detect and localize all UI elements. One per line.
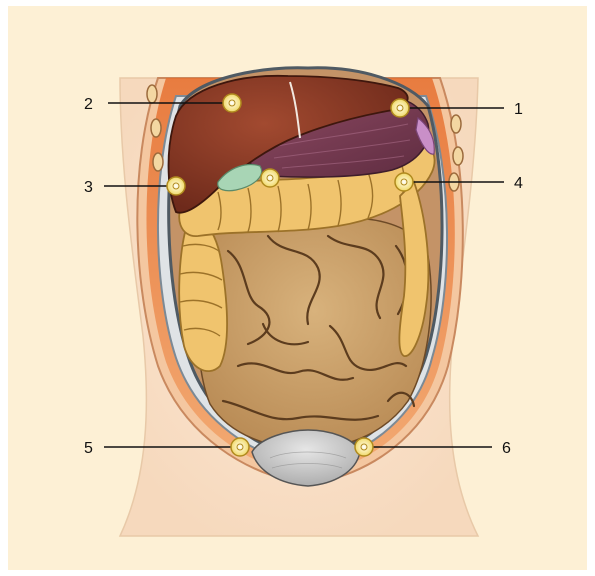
marker-3-icon <box>167 177 185 195</box>
marker-1-icon <box>391 99 409 117</box>
callout-label-6: 6 <box>502 440 511 457</box>
marker-6-icon <box>355 438 373 456</box>
marker-gallbladder-icon <box>261 169 279 187</box>
small-intestine <box>197 218 431 450</box>
callout-label-4: 4 <box>514 175 523 192</box>
marker-5-icon <box>231 438 249 456</box>
callout-label-3: 3 <box>84 179 93 196</box>
marker-2-icon <box>223 94 241 112</box>
anatomy-diagram: 1 2 3 4 5 6 <box>8 6 587 570</box>
callout-label-2: 2 <box>84 96 93 113</box>
callout-label-1: 1 <box>514 101 523 118</box>
callout-label-5: 5 <box>84 440 93 457</box>
marker-4-icon <box>395 173 413 191</box>
abdomen-illustration: 1 2 3 4 5 6 <box>8 6 587 570</box>
